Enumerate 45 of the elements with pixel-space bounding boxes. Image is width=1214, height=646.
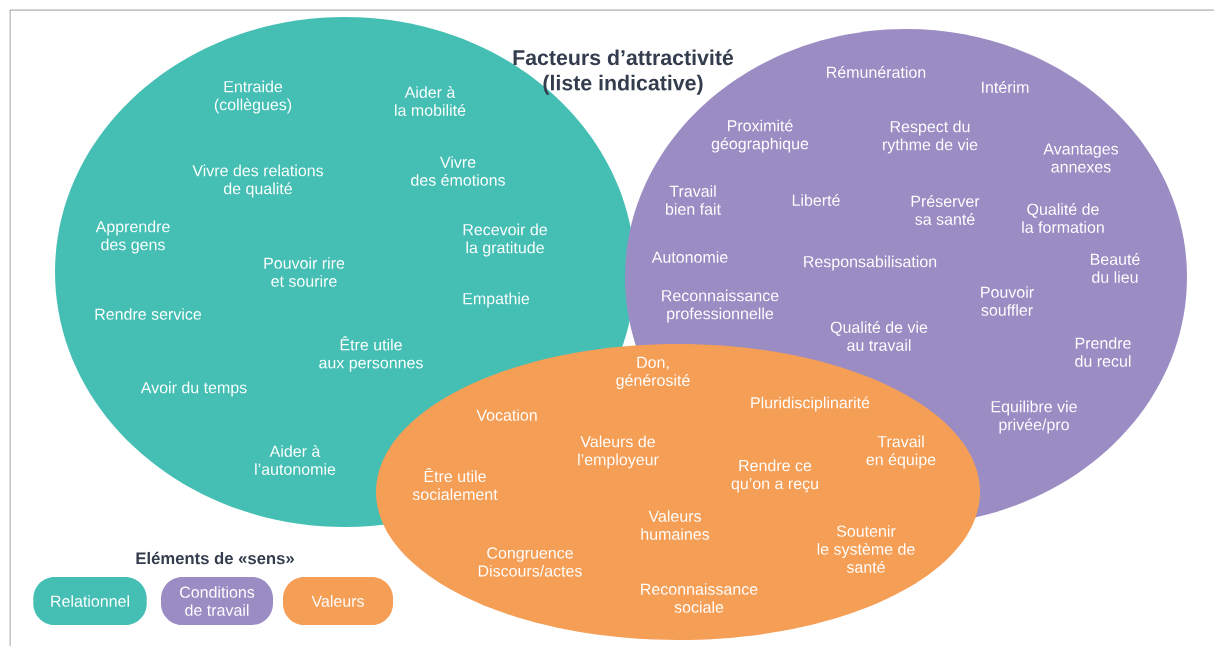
factor-label: Autonomie (651, 251, 728, 263)
factor-label: Empathie (463, 292, 530, 308)
factor-label: Reconnaissance sociale (641, 583, 758, 613)
factor-label: Rendre ce qu’on a reçu (731, 459, 818, 493)
factor-label: Vocation (476, 409, 537, 421)
factor-label: Valeurs de l’employeur (578, 435, 659, 469)
factor-label: Pouvoir rire et sourire (264, 257, 345, 287)
legend-item: Conditions de travail (161, 577, 273, 625)
factor-label: Rémunération (827, 66, 926, 78)
factor-label: Préserver sa santé (911, 195, 980, 225)
factor-label: Avoir du temps (140, 381, 247, 397)
factor-label: Vivre des émotions (411, 156, 505, 186)
legend-heading: Eléments de «sens» (136, 551, 294, 565)
factor-label: Rendre service (95, 308, 202, 320)
factor-label: Liberté (792, 194, 840, 206)
factor-label: Recevoir de la gratitude (463, 223, 547, 257)
factor-label: Travail en équipe (866, 435, 936, 469)
factor-label: Entraide (collègues) (214, 80, 292, 114)
factor-label: Apprendre des gens (95, 220, 170, 254)
factor-label: Proximité géographique (711, 119, 809, 153)
factor-label: Congruence Discours/actes (478, 547, 582, 577)
factor-label: Être utile socialement (412, 467, 498, 501)
factor-label: Être utile aux personnes (319, 336, 423, 372)
factor-label: Prendre du recul (1075, 337, 1131, 367)
factor-label: Pouvoir souffler (981, 286, 1034, 316)
factor-label: Valeurs humaines (641, 510, 710, 540)
factor-label: Beauté du lieu (1090, 253, 1140, 283)
factor-label: Don, générosité (616, 356, 690, 390)
factor-label: Aider à l’autonomie (255, 445, 336, 475)
factor-label: Equilibre vie privée/pro (991, 400, 1077, 434)
legend-item: Valeurs (283, 577, 393, 625)
factor-label: Pluridisciplinarité (751, 396, 870, 412)
factor-label: Vivre des relations de qualité (192, 164, 324, 198)
title: Facteurs d’attractivité (liste indicative) (513, 49, 734, 95)
legend-item: Relationnel (33, 577, 147, 625)
factor-label: Soutenir le système de santé (817, 525, 915, 573)
factor-label: Responsabilisation (804, 255, 937, 271)
factor-label: Qualité de la formation (1022, 203, 1104, 233)
factor-label: Qualité de vie au travail (830, 321, 928, 351)
factor-label: Travail bien fait (666, 185, 721, 215)
factor-label: Respect du rythme de vie (883, 120, 978, 154)
factor-label: Aider à la mobilité (395, 86, 466, 116)
factor-label: Avantages annexes (1043, 143, 1119, 173)
factor-label: Reconnaissance professionnelle (662, 289, 779, 323)
factor-label: Intérim (982, 81, 1029, 93)
